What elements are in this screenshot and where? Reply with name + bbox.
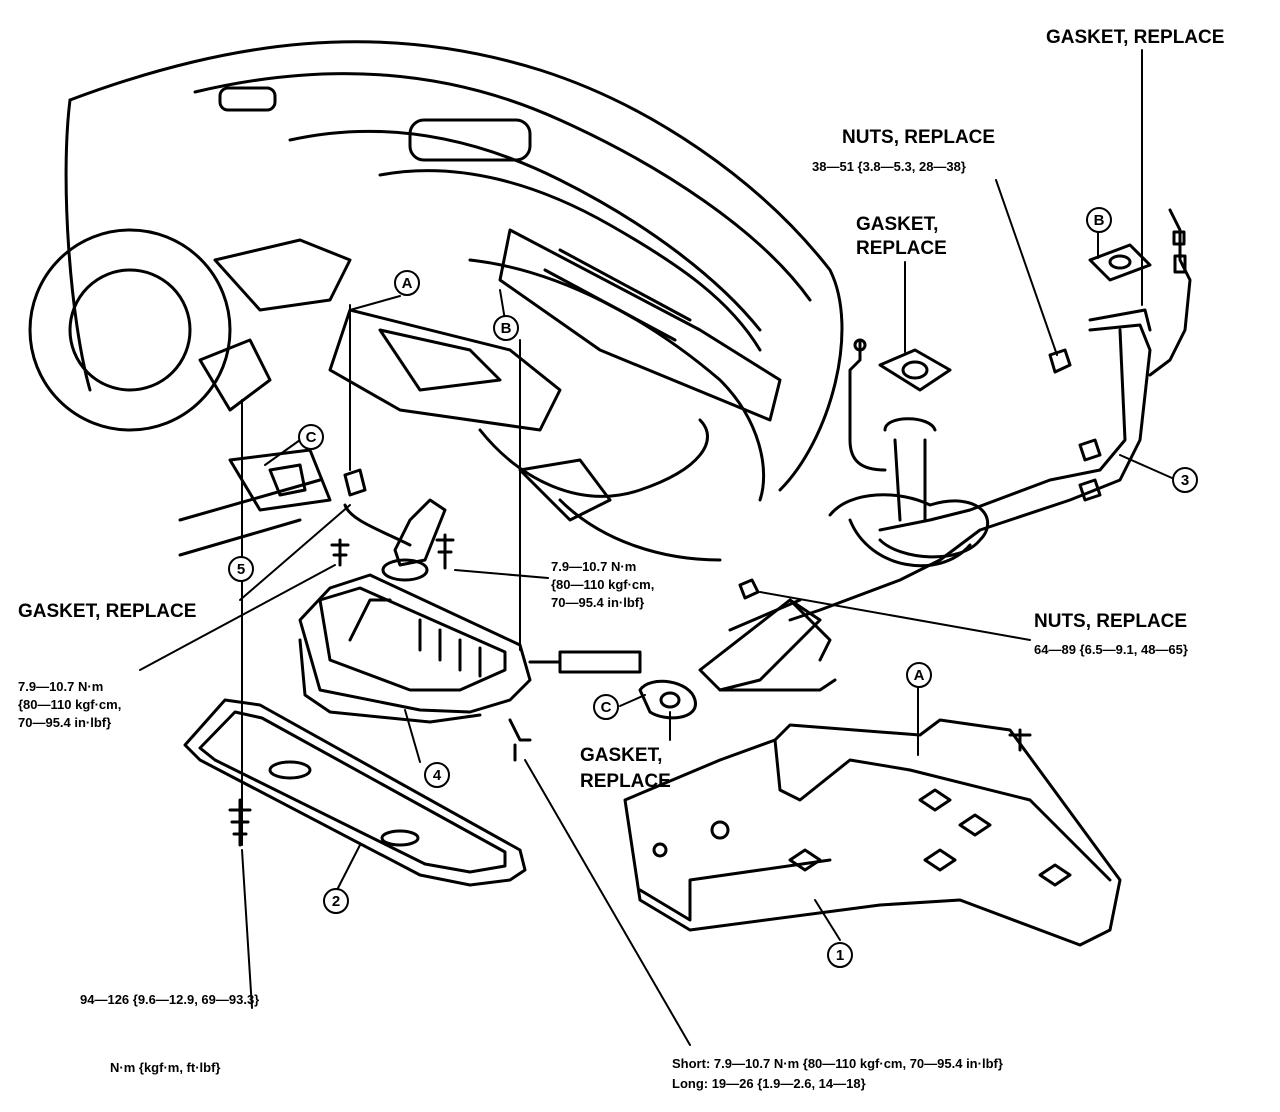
label-torque-long: Long: 19—26 {1.9—2.6, 14—18} xyxy=(672,1076,866,1091)
label-nuts-top-torque: 38—51 {3.8—5.3, 28—38} xyxy=(812,159,966,174)
callout-b-right: B xyxy=(1086,207,1112,233)
splash-shield xyxy=(623,718,1122,947)
oil-pan xyxy=(298,573,642,762)
label-torque-left-2: {80—110 kgf·cm, xyxy=(18,697,122,712)
label-torque-left-1: 7.9—10.7 N·m xyxy=(18,679,104,694)
callout-2-crossmember: 2 xyxy=(323,888,349,914)
label-units-legend: N·m {kgf·m, ft·lbf} xyxy=(110,1060,221,1075)
label-gasket-mid-line2: REPLACE xyxy=(856,238,947,259)
label-crossmember-torque: 94—126 {9.6—12.9, 69—93.3} xyxy=(80,992,260,1007)
label-gasket-bottom-line2: REPLACE xyxy=(580,771,671,792)
callout-1-splash-shield: 1 xyxy=(827,942,853,968)
callout-4-oil-pan: 4 xyxy=(424,762,450,788)
leader-lines xyxy=(139,49,1173,1046)
oil-strainer xyxy=(330,468,455,582)
callout-a-right: A xyxy=(906,662,932,688)
label-nuts-replace-right: NUTS, REPLACE xyxy=(1034,611,1188,632)
callout-c-bottom: C xyxy=(593,694,619,720)
label-torque-center-3: 70—95.4 in·lbf} xyxy=(551,595,645,610)
callout-a-top: A xyxy=(394,270,420,296)
crossmember xyxy=(183,698,527,887)
label-torque-left-3: 70—95.4 in·lbf} xyxy=(18,715,112,730)
callout-5-stud: 5 xyxy=(228,556,254,582)
vehicle-body xyxy=(28,40,844,562)
label-torque-short: Short: 7.9—10.7 N·m {80—110 kgf·cm, 70—9… xyxy=(672,1056,1003,1071)
label-gasket-replace-top: GASKET, REPLACE xyxy=(1046,27,1225,48)
label-gasket-bottom-line1: GASKET, xyxy=(580,745,663,766)
gaskets-and-nuts xyxy=(638,208,1192,720)
label-gasket-mid-line1: GASKET, xyxy=(856,214,939,235)
label-nuts-right-torque: 64—89 {6.5—9.1, 48—65} xyxy=(1034,642,1188,657)
callout-3-exhaust-pipe: 3 xyxy=(1172,467,1198,493)
label-nuts-replace-top: NUTS, REPLACE xyxy=(842,127,996,148)
label-gasket-replace-left: GASKET, REPLACE xyxy=(18,601,197,622)
label-torque-center-2: {80—110 kgf·cm, xyxy=(551,577,655,592)
callout-c-left: C xyxy=(298,424,324,450)
callout-b-top: B xyxy=(493,315,519,341)
label-torque-center-1: 7.9—10.7 N·m xyxy=(551,559,637,574)
exhaust-pipe xyxy=(698,243,1152,692)
